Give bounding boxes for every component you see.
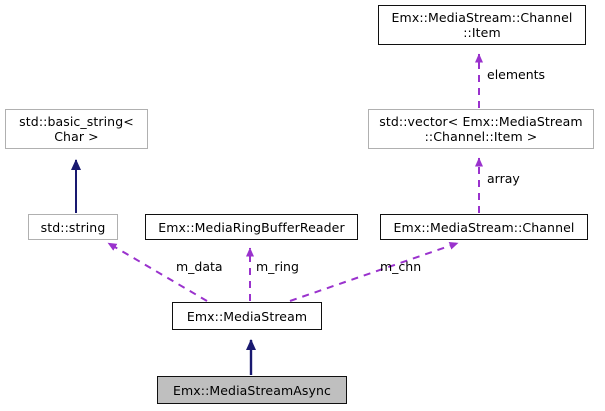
class-node-media-ring-buffer-reader[interactable]: Emx::MediaRingBufferReader	[145, 214, 358, 240]
class-node-label: std::basic_string< Char >	[19, 114, 134, 144]
edge-label-text: array	[487, 171, 520, 186]
edge-label-text: elements	[487, 67, 546, 82]
class-node-label: Emx::MediaRingBufferReader	[158, 219, 345, 235]
class-node-channel[interactable]: Emx::MediaStream::Channel	[380, 214, 588, 240]
class-node-label: Emx::MediaStreamAsync	[172, 382, 332, 398]
edge-label-text: m_data	[176, 259, 223, 274]
class-node-label: Emx::MediaStream::Channel	[393, 219, 575, 235]
edge-m_chn	[289, 241, 459, 302]
edge-m_data	[107, 242, 208, 302]
class-node-media-stream[interactable]: Emx::MediaStream	[172, 302, 322, 330]
edge-label-elements: elements	[487, 68, 545, 82]
class-node-media-stream-async[interactable]: Emx::MediaStreamAsync	[157, 376, 347, 404]
edge-label-m-data: m_data	[176, 260, 223, 274]
class-node-vector-channel-item[interactable]: std::vector< Emx::MediaStream ::Channel:…	[368, 109, 594, 149]
edge-label-m-ring: m_ring	[256, 260, 299, 274]
class-node-label: Emx::MediaStream::Channel ::Item	[391, 10, 573, 40]
edge-label-array: array	[487, 172, 520, 186]
class-node-label: Emx::MediaStream	[186, 308, 308, 324]
edge-label-text: m_ring	[256, 259, 299, 274]
class-node-basic-string[interactable]: std::basic_string< Char >	[5, 109, 148, 149]
class-node-channel-item[interactable]: Emx::MediaStream::Channel ::Item	[378, 5, 586, 45]
class-node-label: std::string	[40, 219, 106, 235]
edge-label-text: m_chn	[380, 259, 422, 274]
class-node-label: std::vector< Emx::MediaStream ::Channel:…	[379, 114, 583, 144]
edge-label-m-chn: m_chn	[380, 260, 421, 274]
class-node-std-string[interactable]: std::string	[28, 214, 118, 240]
